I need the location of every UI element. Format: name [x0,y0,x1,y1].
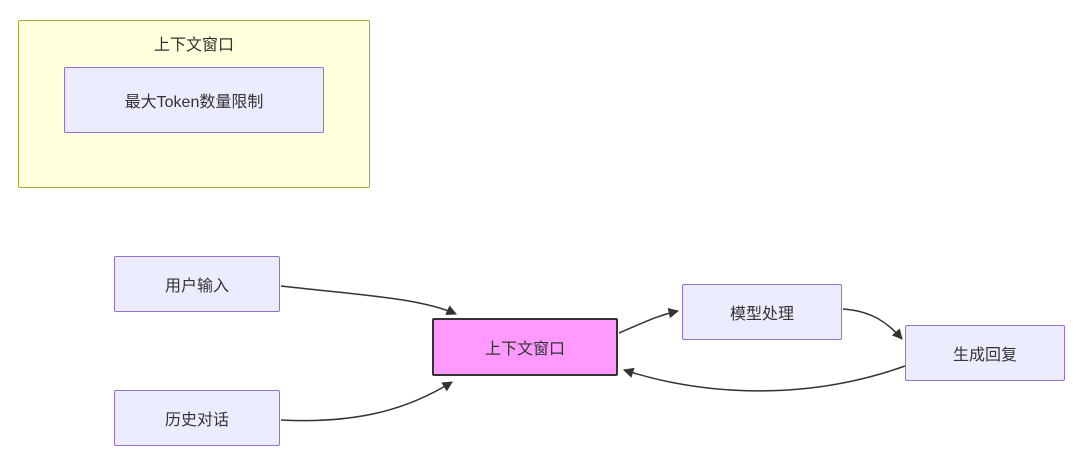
node-generate-reply-label: 生成回复 [952,347,1017,364]
edge-history-to-context [280,381,453,422]
edge-user-input-to-context [280,285,457,315]
node-context-window: 上下文窗口 [432,318,618,376]
node-history-dialog-label: 历史对话 [164,412,229,429]
node-max-token-limit-label: 最大Token数量限制 [124,94,264,111]
node-model-process-label: 模型处理 [729,306,794,323]
subgraph-title: 上下文窗口 [153,37,234,54]
node-max-token-limit: 最大Token数量限制 [64,67,324,133]
node-model-process: 模型处理 [682,284,842,340]
edge-context-to-model [618,307,680,334]
node-history-dialog: 历史对话 [114,390,280,446]
edge-model-to-reply [842,308,903,340]
node-user-input: 用户输入 [114,256,280,312]
node-generate-reply: 生成回复 [905,325,1065,381]
node-context-window-label: 上下文窗口 [484,341,565,358]
edge-reply-to-context [623,365,906,392]
node-user-input-label: 用户输入 [164,278,229,295]
